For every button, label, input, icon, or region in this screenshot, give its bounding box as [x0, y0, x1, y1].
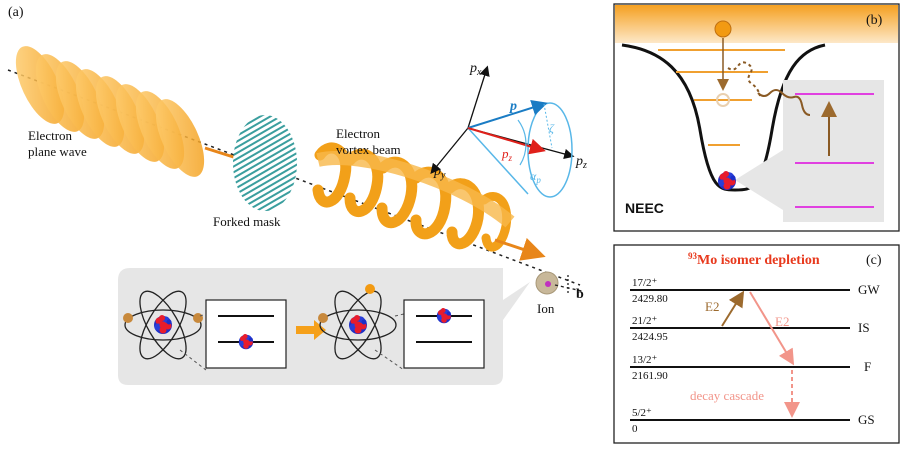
electron-vortex-beam — [312, 142, 515, 252]
level-gs-energy: 0 — [632, 423, 638, 435]
free-electron — [714, 20, 732, 38]
vortex-beam-arrow — [494, 237, 546, 261]
momentum-frame — [430, 65, 575, 198]
level-gw-energy: 2429.80 — [632, 293, 668, 305]
level-gw: 17/2⁺ 2429.80 GW — [630, 277, 880, 305]
panel-c-frame — [613, 244, 900, 444]
ion-nucleus — [545, 281, 551, 287]
level-gs-spin: 5/2⁺ — [632, 407, 652, 419]
levels-before — [205, 299, 287, 369]
e2-down-label: E2 — [775, 314, 789, 329]
e2-up-label: E2 — [705, 299, 719, 314]
panel-c: (c) 93Mo isomer depletion 17/2⁺ 2429.80 … — [613, 244, 900, 444]
panel-a: (a) Electron plane wave Forked mask — [7, 5, 587, 385]
cone-edge — [467, 127, 529, 195]
level-gs: 5/2⁺ 0 GS — [630, 407, 875, 435]
level-is-spin: 21/2⁺ — [632, 315, 658, 327]
panel-b-label: (b) — [866, 13, 883, 28]
vortex-label-line1: Electron — [336, 126, 381, 141]
nuclear-levels-box — [783, 80, 884, 222]
level-is: 21/2⁺ 2424.95 IS — [630, 315, 870, 343]
neec-inset — [118, 268, 530, 385]
panel-c-label: (c) — [866, 253, 882, 268]
vortex-label-line2: vortex beam — [336, 142, 401, 157]
forked-mask — [233, 115, 297, 211]
py-axis-label: py — [433, 164, 446, 181]
level-gw-name: GW — [858, 282, 880, 297]
p-vector — [467, 99, 548, 129]
level-is-name: IS — [858, 320, 870, 335]
plane-wave-label-line2: plane wave — [28, 144, 87, 159]
level-is-energy: 2424.95 — [632, 331, 668, 343]
pz-axis-label: pz — [575, 154, 587, 171]
decay-cascade-label: decay cascade — [690, 388, 764, 403]
continuum-band — [615, 5, 898, 43]
zeta-label: ζ — [549, 121, 555, 135]
excitation-wiggle — [757, 89, 811, 116]
e2-up-arrow — [721, 290, 745, 327]
level-gs-name: GS — [858, 412, 875, 427]
neec-label: NEEC — [625, 200, 664, 216]
cone-base — [527, 102, 573, 198]
pz-vector-label: pz — [501, 146, 513, 163]
px-axis-label: px — [469, 61, 482, 78]
level-f-spin: 13/2⁺ — [632, 354, 658, 366]
panel-c-title: 93Mo isomer depletion — [688, 251, 820, 268]
level-f-name: F — [864, 359, 871, 374]
plane-wave-label-line1: Electron — [28, 128, 73, 143]
p-vector-label: p — [509, 99, 517, 114]
alpha-label: αp — [530, 169, 541, 185]
atom-after — [318, 283, 397, 367]
level-f: 13/2⁺ 2161.90 F — [630, 354, 871, 382]
ion-label: Ion — [537, 301, 555, 316]
forked-mask-label: Forked mask — [213, 214, 281, 229]
panel-b: (b) NEEC — [613, 3, 900, 232]
transition-arrow — [296, 320, 326, 340]
e2-down-arrow — [749, 291, 795, 366]
level-f-energy: 2161.90 — [632, 370, 668, 382]
electron-plane-wave — [15, 46, 205, 177]
panel-a-label: (a) — [8, 5, 24, 20]
level-gw-spin: 17/2⁺ — [632, 277, 658, 289]
impact-parameter-label: b — [576, 287, 584, 302]
pz-vector — [467, 127, 546, 155]
